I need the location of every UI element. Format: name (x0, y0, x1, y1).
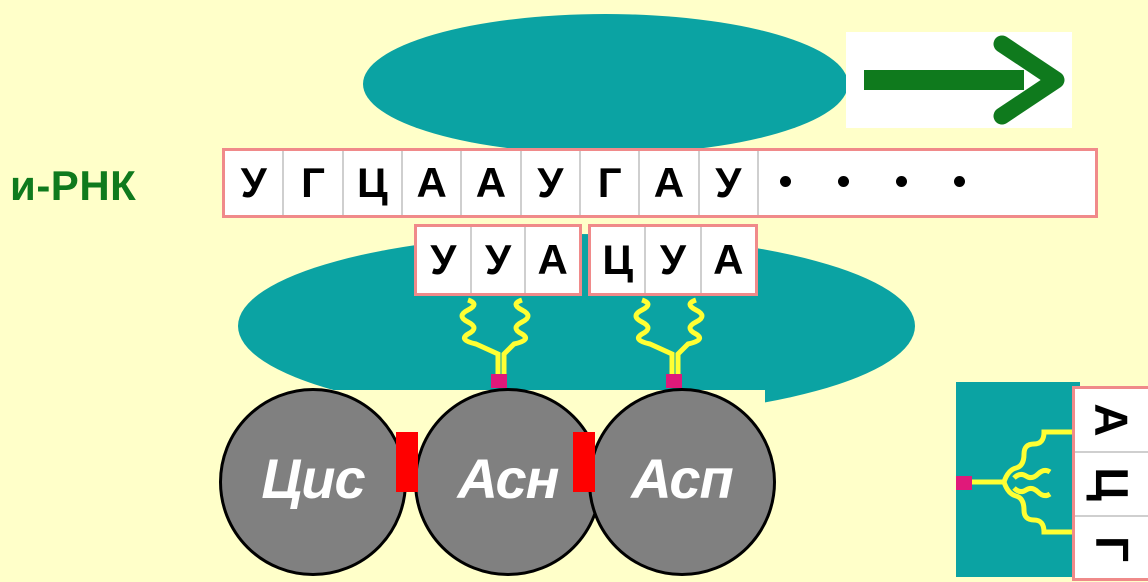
mrna-nucleotide: У (519, 151, 579, 215)
trna-anticodon-1: У У А (414, 224, 582, 296)
mrna-continuation-dot (838, 176, 849, 187)
trna-squiggle-icon (633, 297, 705, 378)
mrna-nucleotide: У (240, 159, 267, 206)
mrna-continuation-dot (954, 176, 965, 187)
incoming-trna-link (956, 476, 972, 490)
anticodon-nucleotide: Ц (1075, 453, 1148, 517)
mrna-nucleotide: Ц (341, 151, 401, 215)
mrna-strip: У Г Ц А А У Г А У (222, 148, 1098, 218)
peptide-bond (573, 432, 595, 492)
mrna-label: и-РНК (10, 162, 137, 209)
trna-anticodon-2: Ц У А (588, 224, 758, 296)
direction-arrow-panel (846, 32, 1072, 128)
trna-amino-acid-link (666, 374, 682, 388)
amino-acid-cys: Цис (219, 388, 407, 576)
mrna-continuation-dot (780, 176, 791, 187)
anticodon-nucleotide: У (644, 227, 699, 293)
mrna-nucleotide: Г (578, 151, 638, 215)
anticodon-nucleotide: А (524, 227, 579, 293)
mrna-continuation-dot (896, 176, 907, 187)
mrna-nucleotide: А (460, 151, 519, 215)
mrna-nucleotide: У (697, 151, 759, 215)
trna-amino-acid-link (491, 374, 507, 388)
mrna-codon-row: У Г Ц А А У Г А У (225, 151, 759, 215)
incoming-trna-anticodon: А Ц Г (1072, 386, 1148, 581)
anticodon-nucleotide: А (1075, 389, 1148, 453)
mrna-nucleotide: А (400, 151, 460, 215)
incoming-trna-panel (956, 382, 1080, 577)
mrna-nucleotide: Г (282, 151, 341, 215)
trna-squiggle-icon (960, 429, 1076, 535)
anticodon-nucleotide: У (469, 227, 525, 293)
anticodon-nucleotide: У (430, 236, 457, 283)
amino-acid-asp: Асп (588, 388, 776, 576)
mrna-nucleotide: А (638, 151, 697, 215)
anticodon-nucleotide: Г (1085, 535, 1138, 563)
anticodon-nucleotide: Ц (602, 236, 633, 283)
right-arrow-icon (864, 35, 1065, 125)
anticodon-nucleotide: А (699, 227, 755, 293)
peptide-bond (396, 432, 418, 492)
trna-squiggle-icon (459, 297, 531, 378)
ribosome-large-subunit (363, 14, 848, 154)
